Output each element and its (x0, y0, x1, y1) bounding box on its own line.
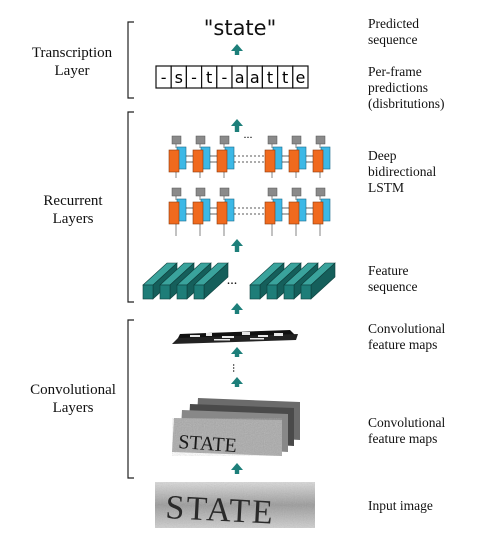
feature-block-front (176, 284, 188, 300)
up-arrow-head (231, 119, 243, 126)
recurrent-layers-label: Recurrent Layers (43, 193, 103, 227)
up-arrow-head (231, 303, 243, 310)
lstm-output-node (219, 135, 230, 145)
predicted-text: "state" (203, 16, 277, 40)
up-arrow (234, 382, 240, 387)
lstm-forward-cell (168, 201, 180, 225)
feature-block-front (283, 284, 295, 300)
frame-label: - (161, 68, 167, 87)
transcription-bracket (127, 21, 134, 99)
feature-block-front (193, 284, 205, 300)
flow-arrows (231, 44, 243, 474)
feature-sequence-label: Feature sequence (368, 263, 418, 294)
conv-feature-maps-stack: STATE (172, 398, 300, 457)
lstm-output-node (315, 187, 326, 197)
up-arrow (234, 124, 240, 132)
feature-block-front (142, 284, 154, 300)
input-image: STATE (155, 482, 315, 532)
input-image-label: Input image (368, 498, 433, 513)
frame-label: t (267, 68, 273, 87)
transcription-layer-label: Transcription Layer (31, 45, 113, 79)
frame-label: - (222, 68, 228, 87)
lstm-output-node (195, 187, 206, 197)
frame-label: a (250, 68, 260, 87)
frame-label: e (295, 68, 305, 87)
per-frame-predictions-label: Per-frame predictions (disbritutions) (368, 64, 445, 111)
lstm-forward-cell (168, 149, 180, 173)
lstm-output-node (267, 135, 278, 145)
up-arrow-head (231, 347, 243, 354)
lstm-output-node (315, 135, 326, 145)
feature-block-front (159, 284, 171, 300)
lstm-output-node (171, 187, 182, 197)
up-arrow (234, 352, 240, 357)
up-arrow-head (231, 463, 243, 470)
lstm-ellipsis: ... (244, 127, 253, 141)
feature-ellipsis: ... (227, 273, 238, 288)
conv-feature-maps-label-2: Convolutional feature maps (368, 415, 446, 446)
conv-vertical-ellipsis: ... (230, 364, 244, 373)
up-arrow-head (231, 44, 243, 51)
lstm-output-node (219, 187, 230, 197)
lstm-grid: ... (168, 127, 331, 236)
recurrent-bracket (127, 111, 134, 303)
frame-label: a (235, 68, 245, 87)
lstm-output-node (291, 135, 302, 145)
lstm-forward-cell (312, 149, 324, 173)
lstm-forward-cell (216, 201, 228, 225)
lstm-forward-cell (264, 201, 276, 225)
lstm-output-node (195, 135, 206, 145)
lstm-forward-cell (192, 201, 204, 225)
up-arrow-head (231, 377, 243, 384)
predicted-sequence-label: Predicted sequence (368, 16, 419, 47)
conv-feature-maps-top (172, 330, 298, 344)
conv-feature-maps-label-1: Convolutional feature maps (368, 321, 446, 352)
feature-block-front (300, 284, 312, 300)
frame-label: t (282, 68, 288, 87)
lstm-forward-cell (288, 149, 300, 173)
up-arrow (234, 468, 240, 474)
lstm-output-node (267, 187, 278, 197)
frame-label: s (175, 68, 183, 87)
convolutional-layers-label: Convolutional Layers (30, 382, 116, 416)
frame-box (292, 65, 309, 89)
lstm-output-node (291, 187, 302, 197)
lstm-forward-cell (312, 201, 324, 225)
lstm-forward-cell (264, 149, 276, 173)
lstm-forward-cell (216, 149, 228, 173)
frame-label: t (206, 68, 212, 87)
deep-bilstm-label: Deep bidirectional LSTM (368, 148, 437, 195)
up-arrow (234, 244, 240, 252)
input-image-text: STATE (165, 489, 276, 532)
lstm-output-node (171, 135, 182, 145)
up-arrow (234, 49, 240, 55)
feature-block-front (266, 284, 278, 300)
conv-stack-text: STATE (178, 431, 238, 457)
feature-sequence-blocks (142, 262, 336, 300)
feature-block-front (249, 284, 261, 300)
lstm-forward-cell (192, 149, 204, 173)
up-arrow (234, 308, 240, 314)
lstm-forward-cell (288, 201, 300, 225)
up-arrow-head (231, 239, 243, 246)
convolutional-bracket (127, 319, 134, 479)
frame-label: - (191, 68, 197, 87)
